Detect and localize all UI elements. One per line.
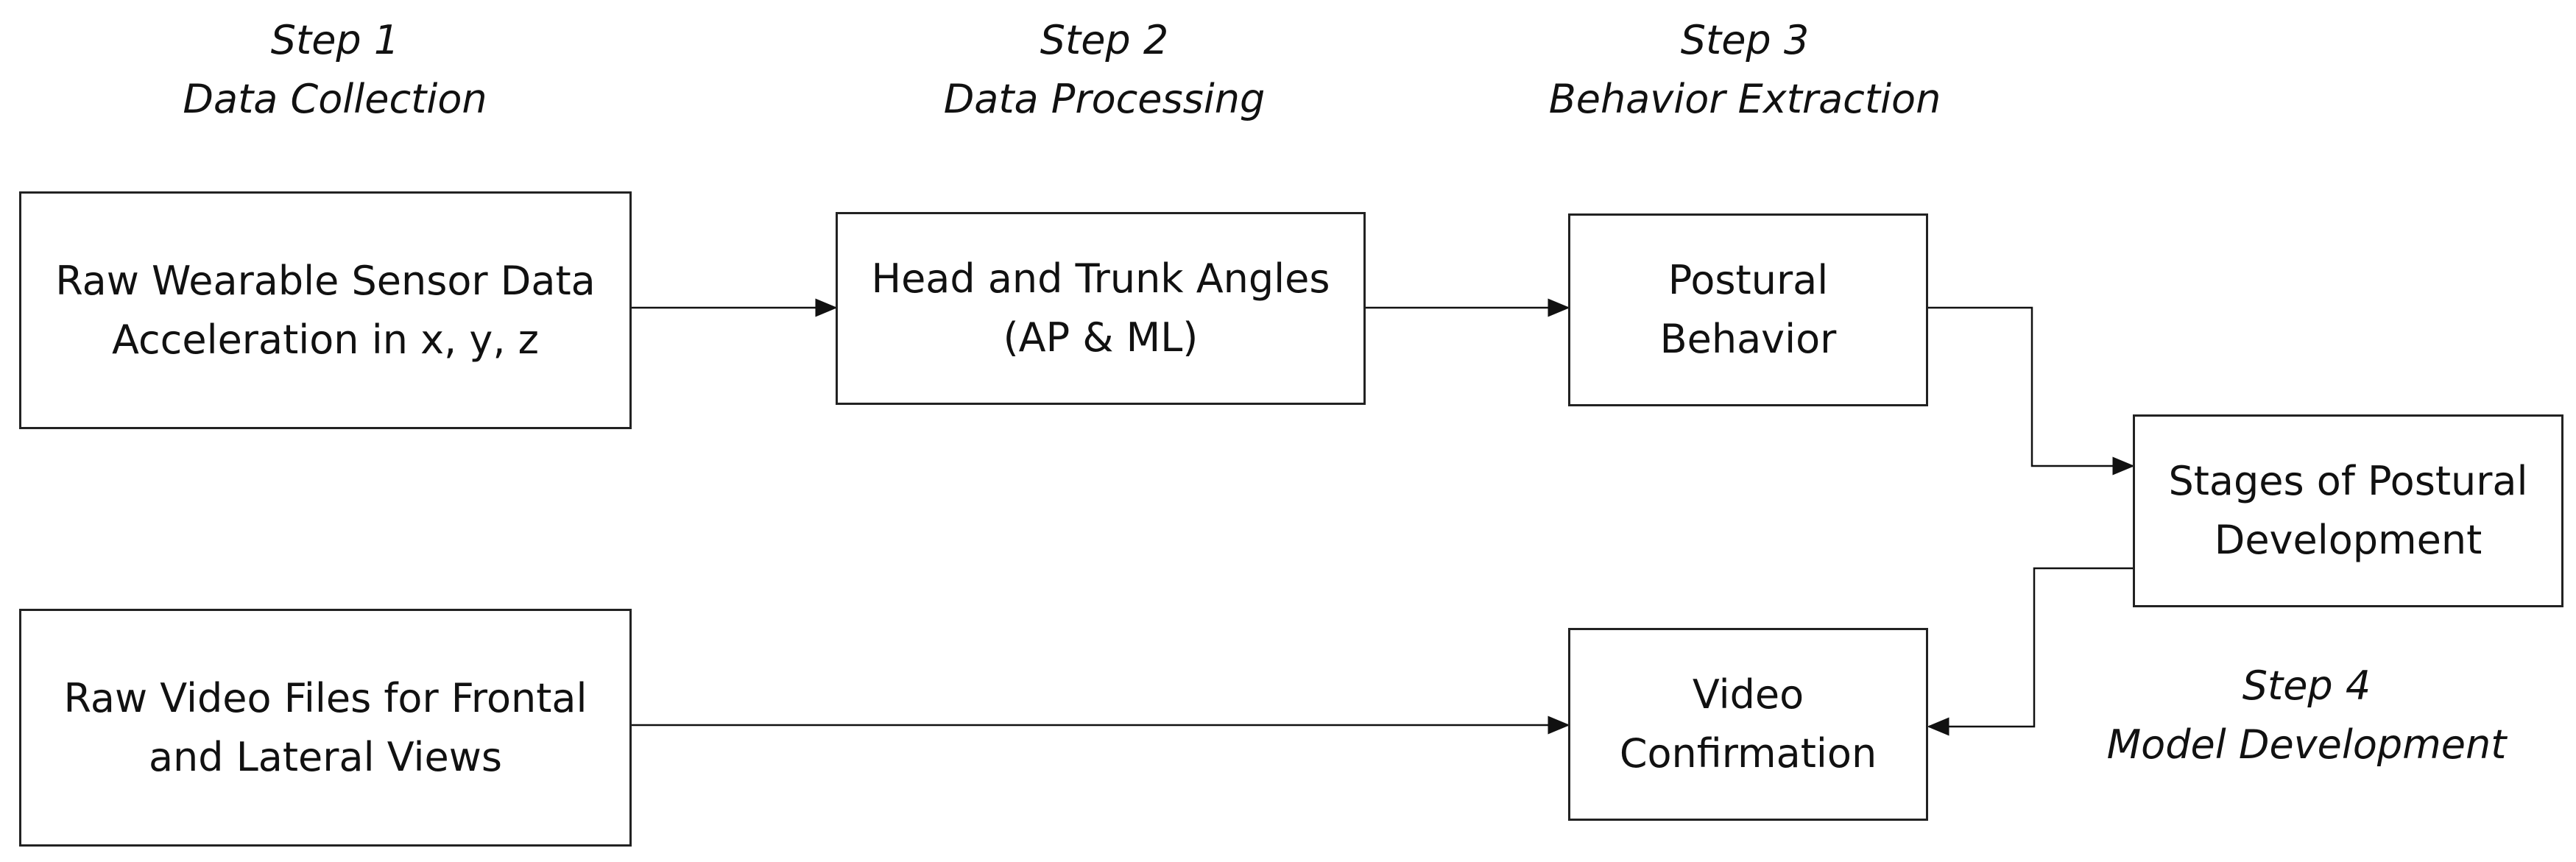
step-1-heading: Step 1 Data Collection [55,11,615,129]
step-4-number: Step 4 [2242,663,2371,709]
step-3-name: Behavior Extraction [1548,76,1941,122]
step-3-number: Step 3 [1680,17,1810,63]
angles-line2: (AP & ML) [1003,314,1199,361]
stages-line1: Stages of Postural [2168,458,2528,504]
postural-behavior-line2: Behavior [1659,316,1837,362]
raw-video-files-box: Raw Video Files for Frontal and Lateral … [19,609,632,847]
step-1-name: Data Collection [183,76,487,122]
video-confirmation-line2: Confirmation [1619,730,1877,777]
head-trunk-angles-box: Head and Trunk Angles (AP & ML) [836,212,1366,405]
step-4-name: Model Development [2106,721,2507,768]
stages-postural-development-box: Stages of Postural Development [2133,414,2563,607]
angles-line1: Head and Trunk Angles [871,255,1330,302]
arrow-stages-to-video-confirmation [1927,567,2133,736]
step-2-number: Step 2 [1040,17,1169,63]
postural-behavior-box: Postural Behavior [1568,213,1928,406]
stages-line2: Development [2214,517,2483,563]
step-4-heading: Step 4 Model Development [2027,657,2576,774]
raw-sensor-line2: Acceleration in x, y, z [111,316,540,363]
video-confirmation-line1: Video [1692,671,1804,718]
raw-video-line1: Raw Video Files for Frontal [63,674,587,721]
arrow-behavior-to-stages [1927,306,2135,476]
raw-sensor-data-box: Raw Wearable Sensor Data Acceleration in… [19,191,632,429]
step-2-heading: Step 2 Data Processing [825,11,1384,129]
postural-behavior-line1: Postural [1668,257,1829,303]
step-1-number: Step 1 [270,17,400,63]
video-confirmation-box: Video Confirmation [1568,628,1928,821]
step-3-heading: Step 3 Behavior Extraction [1465,11,2025,129]
step-2-name: Data Processing [943,76,1266,122]
raw-video-line2: and Lateral Views [148,733,503,780]
raw-sensor-line1: Raw Wearable Sensor Data [55,257,596,304]
